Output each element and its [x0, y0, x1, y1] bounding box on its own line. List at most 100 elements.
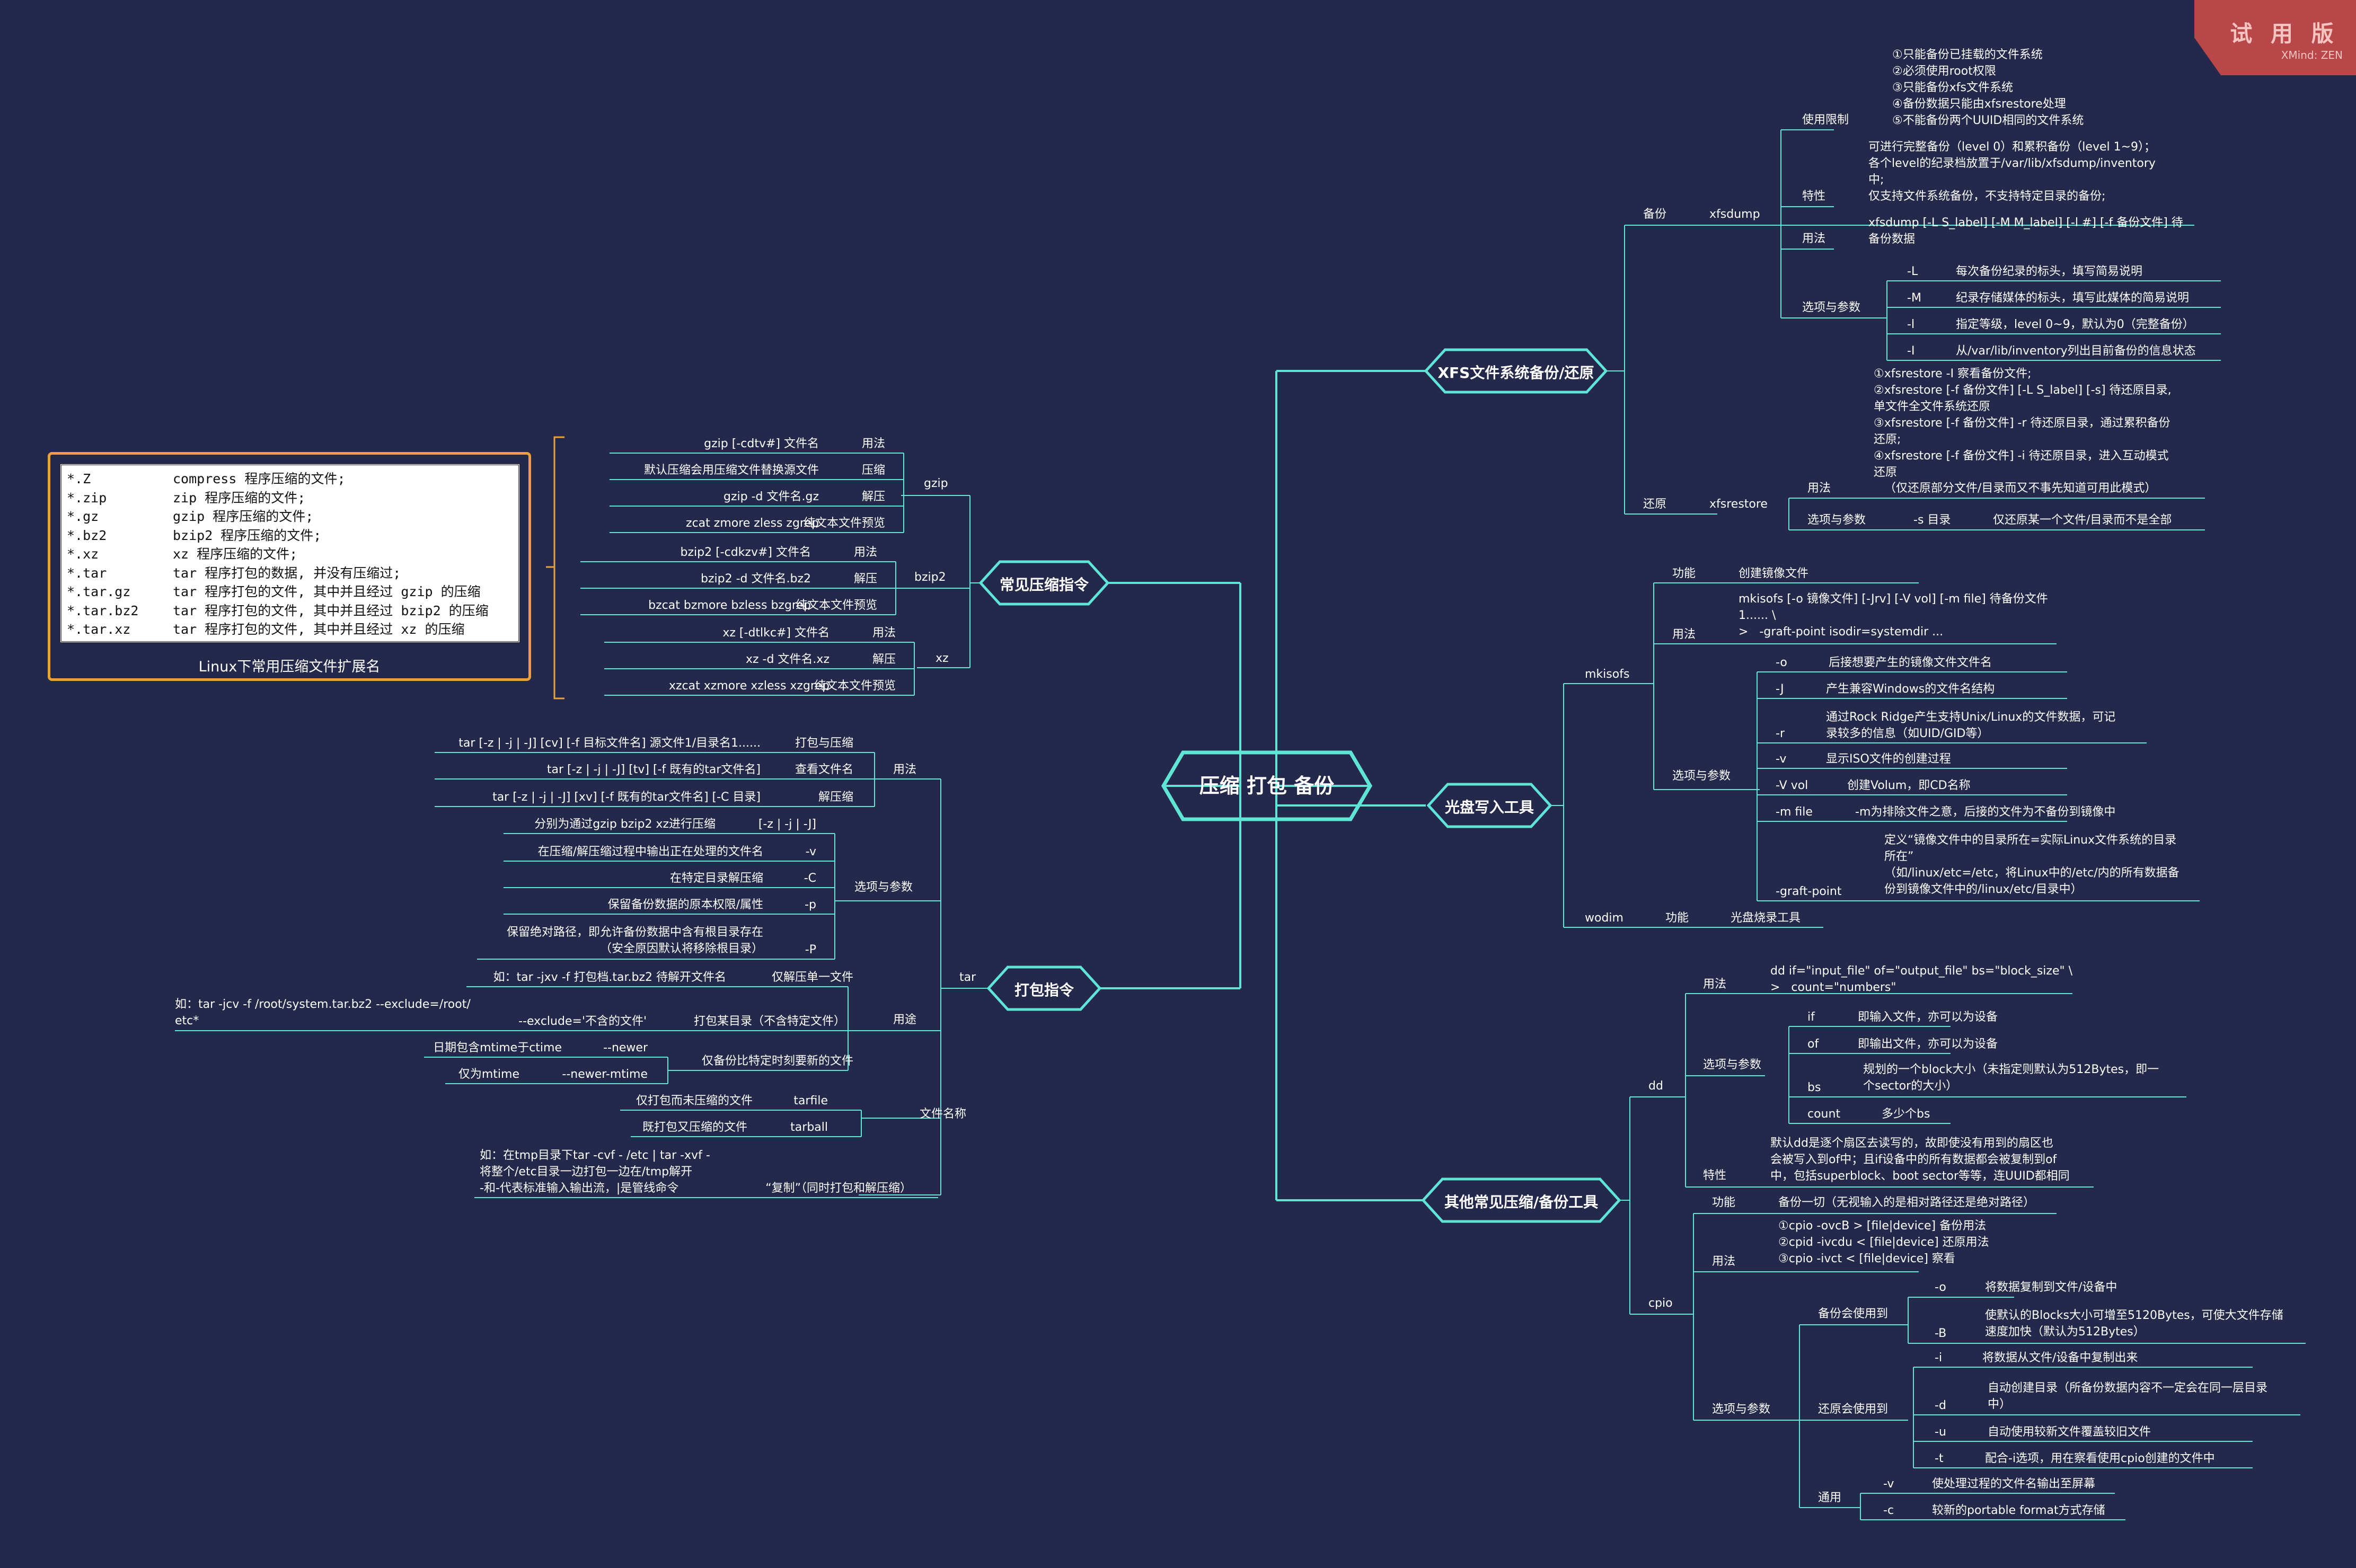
tar-filename-desc[interactable]: 仅打包而未压缩的文件 — [636, 1094, 753, 1108]
cpio-usage-text[interactable]: ①cpio -ovcB > [file|device] 备份用法 ②cpid -… — [1778, 1219, 1989, 1265]
mkisofs-flag-desc[interactable]: -m为排除文件之意，后接的文件为不备份到镜像中 — [1855, 805, 2116, 819]
cpio-flag[interactable]: -B — [1935, 1327, 1947, 1340]
dd-flag-desc[interactable]: 即输入文件，亦可以为设备 — [1858, 1011, 1998, 1024]
mkisofs-flag[interactable]: -J — [1776, 683, 1784, 696]
branch-compress[interactable]: 常见压缩指令 — [999, 576, 1089, 593]
mkisofs-flag[interactable]: -o — [1776, 656, 1787, 669]
mkisofs-flag-desc[interactable]: 产生兼容Windows的文件名结构 — [1826, 683, 1995, 696]
cpio-flag-desc[interactable]: 配合-i选项，用在察看使用cpio创建的文件中 — [1985, 1452, 2215, 1465]
tar-option-flag[interactable]: -p — [805, 898, 816, 911]
tar-purpose-item[interactable]: 打包某目录（不含特定文件） — [693, 1015, 845, 1028]
dd-flag-desc[interactable]: 即输出文件，亦可以为设备 — [1858, 1038, 1998, 1051]
dd-feature-text[interactable]: 默认dd是逐个扇区去读写的，故即使没有用到的扇区也 会被写入到of中；且if设备… — [1770, 1137, 2070, 1183]
cpio-flag[interactable]: -v — [1883, 1477, 1894, 1491]
tar-filename-desc[interactable]: 既打包又压缩的文件 — [642, 1121, 747, 1134]
dd-node[interactable]: dd — [1648, 1079, 1663, 1093]
tar-option-flag[interactable]: -P — [805, 943, 816, 956]
bzip2-type[interactable]: 纯文本文件预览 — [795, 599, 877, 612]
dd-flag-desc[interactable]: 规划的一个block大小（未指定则默认为512Bytes，即一 个sector的… — [1863, 1063, 2159, 1093]
bzip2-cmd[interactable]: bzip2 -d 文件名.bz2 — [701, 572, 811, 586]
branch-xfs[interactable]: XFS文件系统备份/还原 — [1437, 364, 1594, 382]
xfsdump-options[interactable]: 选项与参数 — [1802, 301, 1861, 314]
mkisofs-flag-desc[interactable]: 创建Volum，即CD名称 — [1847, 779, 1971, 792]
cpio-flag[interactable]: -d — [1935, 1399, 1946, 1412]
mkisofs-flag[interactable]: -graft-point — [1776, 885, 1842, 898]
gzip-type[interactable]: 压缩 — [861, 464, 885, 477]
cpio-flag-desc[interactable]: 较新的portable format方式存储 — [1932, 1504, 2105, 1517]
tar-usage[interactable]: 用法 — [893, 763, 917, 776]
xfsrestore-options[interactable]: 选项与参数 — [1807, 513, 1866, 527]
xfsrestore-flag[interactable]: -s 目录 — [1913, 513, 1951, 527]
cpio-node[interactable]: cpio — [1648, 1297, 1673, 1310]
dd-options[interactable]: 选项与参数 — [1703, 1058, 1762, 1071]
xz-type[interactable]: 用法 — [872, 626, 896, 640]
dd-flag[interactable]: of — [1807, 1038, 1819, 1051]
xfs-restore[interactable]: 还原 — [1643, 498, 1667, 511]
mkisofs-flag-desc[interactable]: 后接想要产生的镜像文件文件名 — [1829, 656, 1992, 669]
tar-usage-cmd[interactable]: tar [-z | -j | -J] [cv] [-f 目标文件名] 源文件1/… — [458, 737, 761, 750]
optical-mkisofs[interactable]: mkisofs — [1585, 668, 1630, 681]
mkisofs-flag-desc[interactable]: 显示ISO文件的创建过程 — [1826, 752, 1951, 766]
cpio-flag[interactable]: -o — [1935, 1281, 1946, 1294]
dd-usage-text[interactable]: dd if="input_file" of="output_file" bs="… — [1770, 964, 2073, 994]
branch-other[interactable]: 其他常见压缩/备份工具 — [1444, 1193, 1599, 1211]
cpio-function[interactable]: 功能 — [1712, 1196, 1736, 1209]
xfsdump-usage-limits-text[interactable]: ①只能备份已挂载的文件系统 ②必须使用root权限 ③只能备份xfs文件系统 ④… — [1892, 48, 2084, 127]
gzip-type[interactable]: 解压 — [861, 490, 885, 503]
xfs-xfsdump[interactable]: xfsdump — [1709, 208, 1760, 221]
tar-purpose[interactable]: 用途 — [893, 1013, 917, 1026]
mkisofs-flag[interactable]: -v — [1776, 752, 1787, 766]
cpio-flag[interactable]: -t — [1935, 1452, 1944, 1465]
mkisofs-function-text[interactable]: 创建镜像文件 — [1739, 567, 1809, 580]
tar-usage-type[interactable]: 打包与压缩 — [795, 737, 853, 750]
xfsdump-flag[interactable]: -L — [1907, 265, 1918, 278]
mkisofs-flag[interactable]: -V vol — [1776, 779, 1808, 792]
cpio-backup-group[interactable]: 备份会使用到 — [1818, 1307, 1889, 1321]
cpio-restore-group[interactable]: 还原会使用到 — [1818, 1403, 1889, 1416]
cpio-usage[interactable]: 用法 — [1712, 1255, 1736, 1268]
compress-gzip[interactable]: gzip — [924, 477, 948, 490]
tar-option-desc[interactable]: 保留备份数据的原本权限/属性 — [607, 898, 763, 911]
tar-newer-flag[interactable]: --newer-mtime — [562, 1068, 648, 1081]
tar-option-desc[interactable]: 在特定目录解压缩 — [669, 872, 763, 885]
xfsdump-flag-desc[interactable]: 从/var/lib/inventory列出目前备份的信息状态 — [1956, 344, 2196, 358]
tar-newer-flag[interactable]: --newer — [603, 1041, 648, 1055]
cpio-flag-desc[interactable]: 使默认的Blocks大小可增至5120Bytes，可使大文件存储 速度加快（默认… — [1985, 1309, 2283, 1339]
cpio-flag[interactable]: -i — [1935, 1351, 1943, 1365]
xfsdump-flag[interactable]: -M — [1907, 291, 1921, 305]
gzip-cmd[interactable]: zcat zmore zless zgrep — [686, 517, 819, 530]
gzip-cmd[interactable]: gzip -d 文件名.gz — [723, 490, 819, 503]
xfsrestore-flag-desc[interactable]: 仅还原某一个文件/目录而不是全部 — [1993, 513, 2172, 527]
wodim-function[interactable]: 功能 — [1665, 911, 1689, 925]
xz-type[interactable]: 解压 — [872, 653, 896, 666]
tar-purpose-item[interactable]: 仅解压单一文件 — [771, 971, 853, 984]
xz-cmd[interactable]: xz [-dtlkc#] 文件名 — [722, 626, 830, 640]
dd-flag-desc[interactable]: 多少个bs — [1882, 1108, 1930, 1121]
dd-flag[interactable]: count — [1807, 1108, 1841, 1121]
xfs-backup[interactable]: 备份 — [1643, 208, 1667, 221]
tar-option-desc[interactable]: 分别为通过gzip bzip2 xz进行压缩 — [534, 818, 716, 831]
mkisofs-usage-text[interactable]: mkisofs [-o 镜像文件] [-Jrv] [-V vol] [-m fi… — [1739, 592, 2048, 639]
tar-pipe-item[interactable]: “复制”（同时打包和解压缩） — [765, 1182, 912, 1195]
central-topic[interactable]: 压缩 打包 备份 — [1199, 774, 1335, 798]
bzip2-type[interactable]: 解压 — [853, 572, 877, 586]
optical-wodim[interactable]: wodim — [1585, 911, 1623, 925]
cpio-flag-desc[interactable]: 将数据从文件/设备中复制出来 — [1982, 1351, 2138, 1365]
xfsdump-feature-text[interactable]: 可进行完整备份（level 0）和累积备份（level 1~9）； 各个leve… — [1868, 140, 2156, 203]
bzip2-cmd[interactable]: bzip2 [-cdkzv#] 文件名 — [680, 546, 811, 559]
xfsdump-flag-desc[interactable]: 每次备份纪录的标头，填写简易说明 — [1956, 265, 2143, 278]
dd-usage[interactable]: 用法 — [1703, 978, 1727, 991]
tar-option-desc[interactable]: 保留绝对路径，即允许备份数据中含有根目录存在 （安全原因默认将移除根目录） — [506, 926, 763, 955]
compress-bzip2[interactable]: bzip2 — [914, 571, 946, 584]
tar-option-flag[interactable]: -C — [804, 872, 816, 885]
dd-flag[interactable]: if — [1807, 1011, 1815, 1024]
tar-newer-desc[interactable]: 仅为mtime — [458, 1068, 519, 1081]
tar-filename-name[interactable]: tarfile — [793, 1094, 828, 1108]
wodim-function-text[interactable]: 光盘烧录工具 — [1731, 911, 1801, 925]
xfsdump-flag[interactable]: -I — [1907, 344, 1915, 358]
xfsdump-feature[interactable]: 特性 — [1802, 190, 1826, 203]
pack-tar[interactable]: tar — [959, 971, 976, 984]
tar-option-desc[interactable]: 在压缩/解压缩过程中输出正在处理的文件名 — [537, 845, 763, 858]
cpio-common-group[interactable]: 通用 — [1818, 1491, 1842, 1504]
gzip-cmd[interactable]: gzip [-cdtv#] 文件名 — [704, 437, 819, 450]
